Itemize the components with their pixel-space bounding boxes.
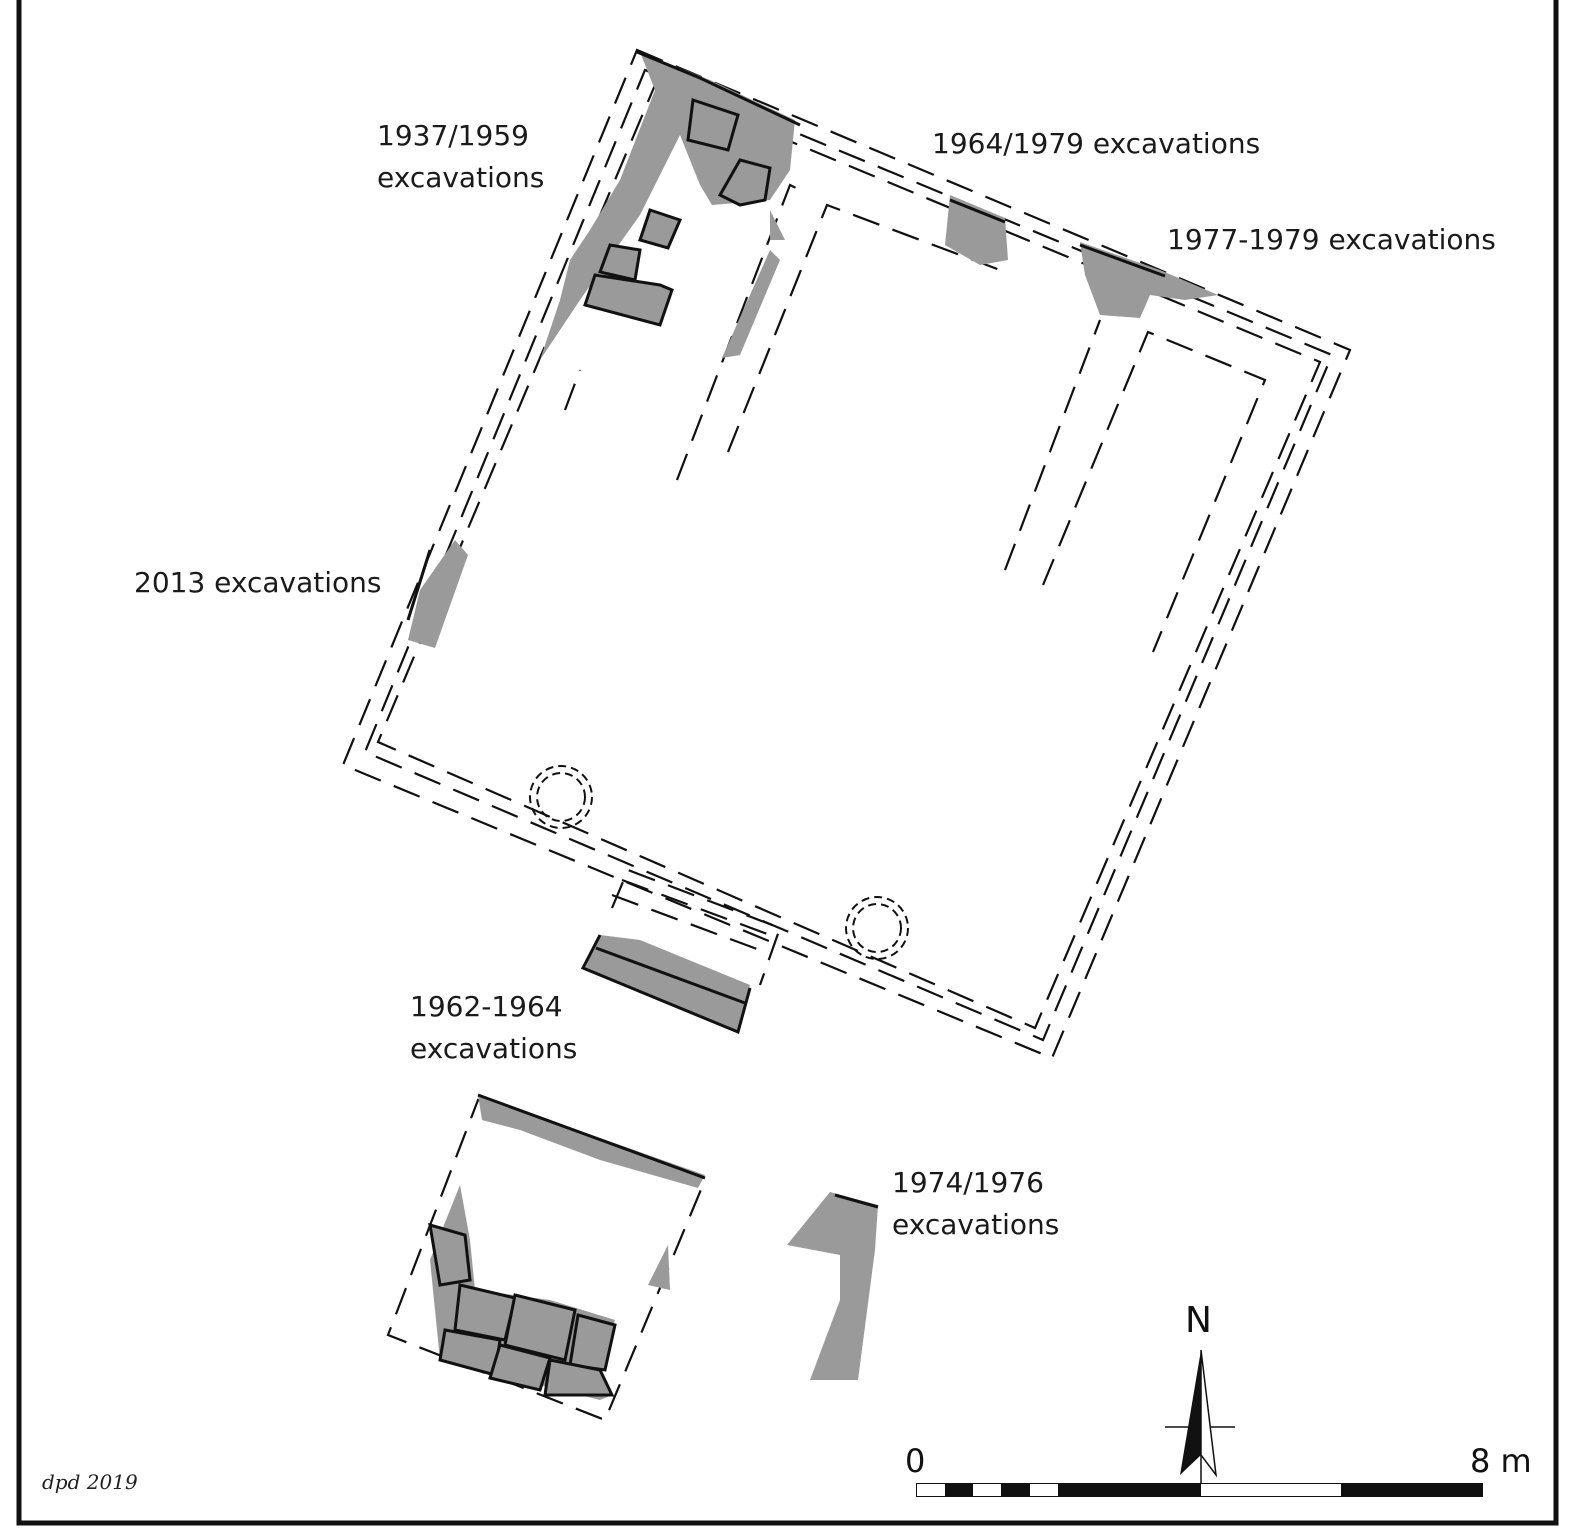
scale-end-label: 8 m bbox=[1470, 1442, 1532, 1480]
remains-1937-1959 bbox=[540, 50, 801, 360]
temple-outline bbox=[341, 48, 1352, 1060]
label-line: excavations bbox=[410, 1032, 578, 1065]
north-label: N bbox=[1185, 1300, 1212, 1341]
scale-bar bbox=[916, 1483, 1483, 1497]
north-arrow-icon bbox=[1165, 1349, 1235, 1490]
signature: dpd 2019 bbox=[42, 1470, 138, 1494]
remains-south-west bbox=[386, 1093, 707, 1422]
label-line: excavations bbox=[377, 161, 545, 194]
label-1977-1979: 1977-1979 excavations bbox=[1167, 223, 1496, 256]
scale-start-label: 0 bbox=[905, 1442, 926, 1480]
remains-1962-1964 bbox=[580, 934, 752, 1035]
remains-1964-1979 bbox=[945, 195, 1008, 265]
column-base-1 bbox=[529, 765, 593, 829]
label-1964-1979: 1964/1979 excavations bbox=[932, 127, 1261, 160]
label-line: 1937/1959 bbox=[377, 119, 529, 152]
label-1937-1959: 1937/1959 excavations bbox=[377, 115, 544, 199]
label-line: 1962-1964 bbox=[410, 990, 563, 1023]
frame bbox=[16, 0, 1559, 1526]
label-2013: 2013 excavations bbox=[134, 566, 382, 599]
remains-1974-1976 bbox=[787, 1192, 879, 1380]
label-line: excavations bbox=[892, 1208, 1060, 1241]
label-line: 1974/1976 bbox=[892, 1166, 1044, 1199]
remains-2013 bbox=[406, 540, 468, 648]
column-base-2 bbox=[845, 896, 909, 960]
remains-1977-1979 bbox=[1079, 242, 1218, 318]
label-1962-1964: 1962-1964 excavations bbox=[410, 986, 577, 1070]
label-1974-1976: 1974/1976 excavations bbox=[892, 1162, 1059, 1246]
